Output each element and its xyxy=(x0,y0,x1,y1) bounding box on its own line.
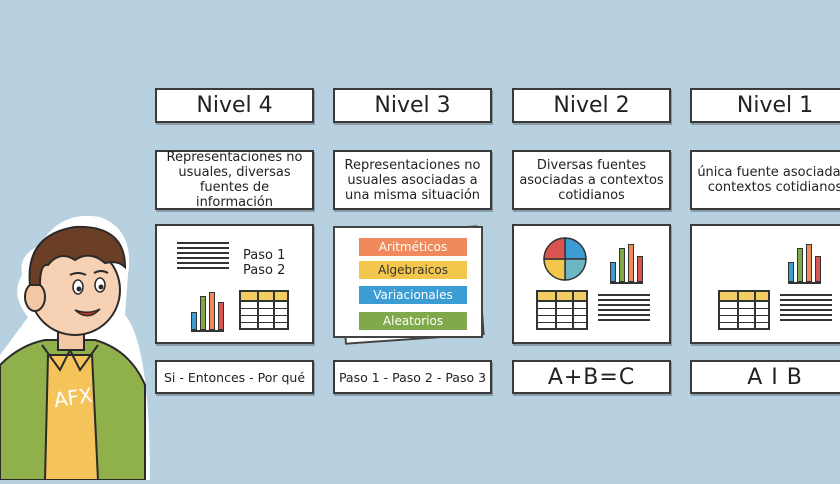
level-4-header: Nivel 4 xyxy=(155,88,314,123)
pie-chart-icon xyxy=(543,237,587,281)
level-3-description: Representaciones no usuales asociadas a … xyxy=(333,150,492,210)
category-aritmeticos: Aritméticos xyxy=(359,238,467,256)
table-icon xyxy=(718,290,770,330)
category-aleatorios: Aleatorios xyxy=(359,312,467,330)
level-1-illustration xyxy=(690,224,840,344)
level-1-description: única fuente asociada a contextos cotidi… xyxy=(690,150,840,210)
level-1-header: Nivel 1 xyxy=(690,88,840,123)
level-4-footer: Si - Entonces - Por qué xyxy=(155,360,314,394)
text-lines-icon xyxy=(780,294,832,324)
bar-chart-icon xyxy=(788,242,821,284)
text-lines-icon xyxy=(598,294,650,324)
level-2-illustration xyxy=(512,224,671,344)
level-2-description: Diversas fuentes asociadas a contextos c… xyxy=(512,150,671,210)
category-variacionales: Variacionales xyxy=(359,286,467,304)
bar-chart-icon xyxy=(610,242,643,284)
step-2-label: Paso 2 xyxy=(243,263,286,278)
level-3-illustration: Aritméticos Algebraicos Variacionales Al… xyxy=(333,224,492,345)
table-icon xyxy=(239,290,289,330)
bar-chart-icon xyxy=(191,290,224,332)
text-lines-icon xyxy=(177,242,229,272)
table-icon xyxy=(536,290,588,330)
category-algebraicos: Algebraicos xyxy=(359,261,467,279)
level-1-footer: A I B xyxy=(690,360,840,394)
step-1-label: Paso 1 xyxy=(243,248,286,263)
level-2-header: Nivel 2 xyxy=(512,88,671,123)
level-3-footer: Paso 1 - Paso 2 - Paso 3 xyxy=(333,360,492,394)
level-3-header: Nivel 3 xyxy=(333,88,492,123)
steps-list: Paso 1 Paso 2 xyxy=(243,248,285,278)
level-4-description: Representaciones no usuales, diversas fu… xyxy=(155,150,314,210)
level-4-illustration: Paso 1 Paso 2 xyxy=(155,224,314,344)
level-2-footer: A+B=C xyxy=(512,360,671,394)
shirt-text: AFX xyxy=(52,383,94,412)
boy-character: AFX xyxy=(0,205,150,481)
boy-illustration: AFX xyxy=(0,215,150,481)
